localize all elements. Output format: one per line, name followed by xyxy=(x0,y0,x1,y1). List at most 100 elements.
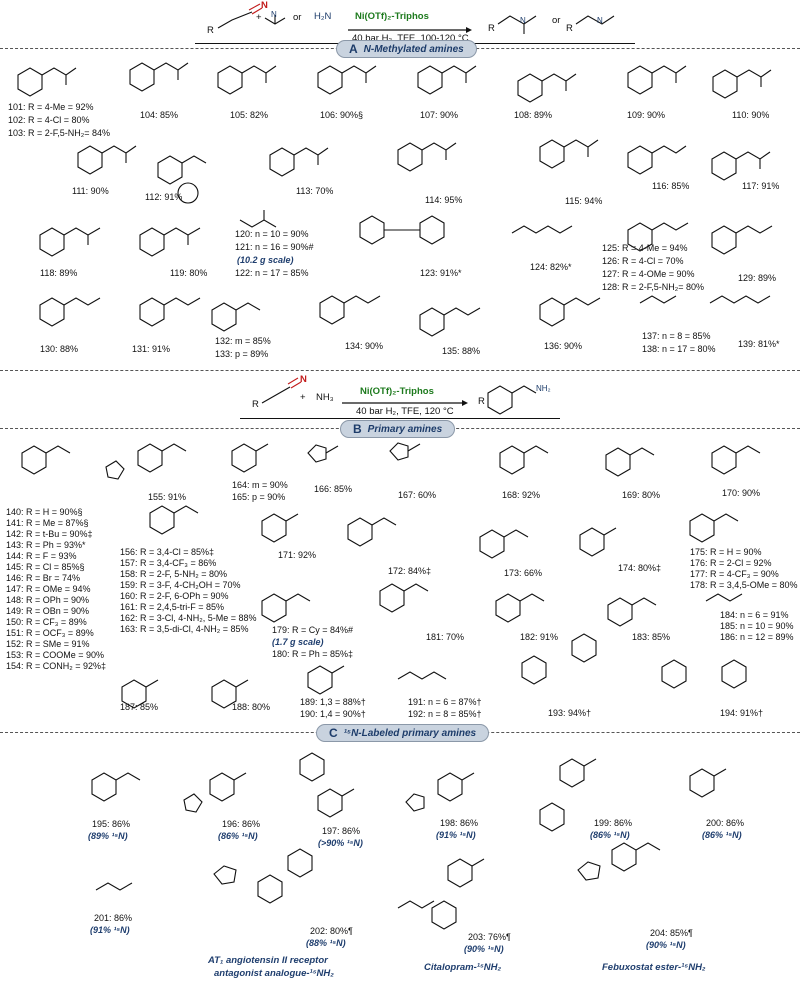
compound-label: 140: R = H = 90%§ xyxy=(6,507,83,517)
compound-label: 188: 80% xyxy=(232,702,271,712)
compound-label: 124: 82%* xyxy=(530,262,572,272)
nitrile-n: N xyxy=(261,0,268,11)
scheme-underline-2 xyxy=(240,418,560,419)
section-a-title: N-Methylated amines xyxy=(363,43,464,55)
or-text-1: or xyxy=(293,12,302,23)
compound-label: 129: 89% xyxy=(738,273,777,283)
compound-label: 191: n = 6 = 87%† xyxy=(408,697,482,707)
conditions-label: 40 bar H₂, TFE, 100-120 °C xyxy=(352,33,469,44)
compound-label: 168: 92% xyxy=(502,490,541,500)
section-c-letter: C xyxy=(329,726,338,740)
compound-label: 195: 86% xyxy=(92,819,131,829)
compound-label: 109: 90% xyxy=(627,110,666,120)
compound-label: 147: R = OMe = 94% xyxy=(6,584,91,594)
compound-label: 154: R = CONH₂ = 92%‡ xyxy=(6,661,107,671)
compound-label: 142: R = t-Bu = 90%‡ xyxy=(6,529,93,539)
compound-label: 161: R = 2,4,5-tri-F = 85% xyxy=(120,602,225,612)
compound-label: 178: R = 3,4,5-OMe = 80% xyxy=(690,580,798,590)
section-a-structures xyxy=(17,62,773,337)
scale-note: (10.2 g scale) xyxy=(237,255,294,265)
compound-label: 118: 89% xyxy=(40,268,78,278)
compound-label: 104: 85% xyxy=(140,110,179,120)
compound-label: 101: R = 4-Me = 92% xyxy=(8,102,94,112)
compound-label: 149: R = OBn = 90% xyxy=(6,606,90,616)
drug-name-203: Citalopram-¹⁵NH₂ xyxy=(424,962,502,973)
compound-label: 132: m = 85% xyxy=(215,336,271,346)
compound-label: 107: 90% xyxy=(420,110,459,120)
compound-label: 164: m = 90% xyxy=(232,480,288,490)
compound-label: 158: R = 2-F, 5-NH₂ = 80% xyxy=(120,569,228,579)
compound-label: 203: 76%¶ xyxy=(468,932,511,942)
compound-label: 197: 86% xyxy=(322,826,361,836)
compound-label: 184: n = 6 = 91% xyxy=(720,610,789,620)
isotope-label: (89% ¹⁵N) xyxy=(88,831,128,841)
compound-label: 169: 80% xyxy=(622,490,661,500)
section-b-header: B Primary amines xyxy=(340,420,456,438)
drug-name-202-line2: antagonist analogue-¹⁵NH₂ xyxy=(214,968,334,979)
compound-label: 170: 90% xyxy=(722,488,761,498)
compound-label: 152: R = SMe = 91% xyxy=(6,639,90,649)
compound-label: 103: R = 2-F,5-NH₂= 84% xyxy=(8,128,111,138)
isotope-label: (91% ¹⁵N) xyxy=(436,830,476,840)
or-text-2: or xyxy=(552,15,561,26)
compound-label: 131: 91% xyxy=(132,344,171,354)
compound-label: 108: 89% xyxy=(514,110,553,120)
compound-label: 102: R = 4-Cl = 80% xyxy=(8,115,90,125)
compound-label: 166: 85% xyxy=(314,484,353,494)
compound-label: 111: 90% xyxy=(72,186,109,196)
reactant-r: R xyxy=(207,25,214,36)
isotope-label: (90% ¹⁵N) xyxy=(464,944,504,954)
isotope-label: (86% ¹⁵N) xyxy=(702,830,742,840)
compound-label: 182: 91% xyxy=(520,632,559,642)
compound-label: 181: 70% xyxy=(426,632,465,642)
section-a-header: A N-Methylated amines xyxy=(336,40,477,58)
isotope-label: (90% ¹⁵N) xyxy=(646,940,686,950)
compound-label: 119: 80% xyxy=(170,268,208,278)
isotope-label: (88% ¹⁵N) xyxy=(306,938,346,948)
drug-name-204: Febuxostat ester-¹⁵NH₂ xyxy=(602,962,706,973)
amine-h2n: H₂N xyxy=(314,11,332,22)
compound-label: 156: R = 3,4-Cl = 85%‡ xyxy=(120,547,215,557)
compound-label: 136: 90% xyxy=(544,341,583,351)
isotope-label: (>90% ¹⁵N) xyxy=(318,838,363,848)
compound-label: 139: 81%* xyxy=(738,339,780,349)
compound-label: 204: 85%¶ xyxy=(650,928,693,938)
compound-label: 114: 95% xyxy=(425,195,463,205)
compound-label: 171: 92% xyxy=(278,550,317,560)
compound-label: 163: R = 3,5-di-Cl, 4-NH₂ = 85% xyxy=(120,624,249,634)
compound-label: 130: 88% xyxy=(40,344,79,354)
section-a-letter: A xyxy=(349,42,358,56)
compound-label: 196: 86% xyxy=(222,819,261,829)
compound-label: 113: 70% xyxy=(296,186,334,196)
compound-label: 157: R = 3,4-CF₃ = 86% xyxy=(120,558,217,568)
compound-label: 105: 82% xyxy=(230,110,269,120)
isotope-label: (86% ¹⁵N) xyxy=(218,831,258,841)
compound-label: 187: 85% xyxy=(120,702,159,712)
drug-name-202-line1: AT₁ angiotensin II receptor xyxy=(208,955,328,966)
compound-label: 146: R = Br = 74% xyxy=(6,573,81,583)
compound-label: 173: 66% xyxy=(504,568,543,578)
compound-label: 133: p = 89% xyxy=(215,349,269,359)
compound-label: 106: 90%§ xyxy=(320,110,364,120)
compound-label: 144: R = F = 93% xyxy=(6,551,77,561)
plus-sign-2: + xyxy=(300,392,306,403)
compound-label: 150: R = CF₃ = 89% xyxy=(6,617,87,627)
compound-label: 201: 86% xyxy=(94,913,133,923)
compound-label: 190: 1,4 = 90%† xyxy=(300,709,366,719)
compound-label: 176: R = 2-Cl = 92% xyxy=(690,558,772,568)
compound-label: 127: R = 4-OMe = 90% xyxy=(602,269,695,279)
compound-label: 120: n = 10 = 90% xyxy=(235,229,309,239)
compound-label: 167: 60% xyxy=(398,490,437,500)
compound-label: 116: 85% xyxy=(652,181,690,191)
compound-label: 148: R = OPh = 90% xyxy=(6,595,90,605)
catalyst-label-2: Ni(OTf)₂-Triphos xyxy=(360,386,434,397)
section-c-header: C ¹⁵N-Labeled primary amines xyxy=(316,724,490,742)
compound-label: 128: R = 2-F,5-NH₂= 80% xyxy=(602,282,705,292)
compound-label: 155: 91% xyxy=(148,492,187,502)
divider-a-b xyxy=(0,370,800,371)
compound-label: 137: n = 8 = 85% xyxy=(642,331,711,341)
compound-label: 121: n = 16 = 90%# xyxy=(235,242,314,252)
compound-label: 112: 91% xyxy=(145,192,183,202)
compound-label: 138: n = 17 = 80% xyxy=(642,344,716,354)
reactant-r-2: R xyxy=(252,399,259,410)
